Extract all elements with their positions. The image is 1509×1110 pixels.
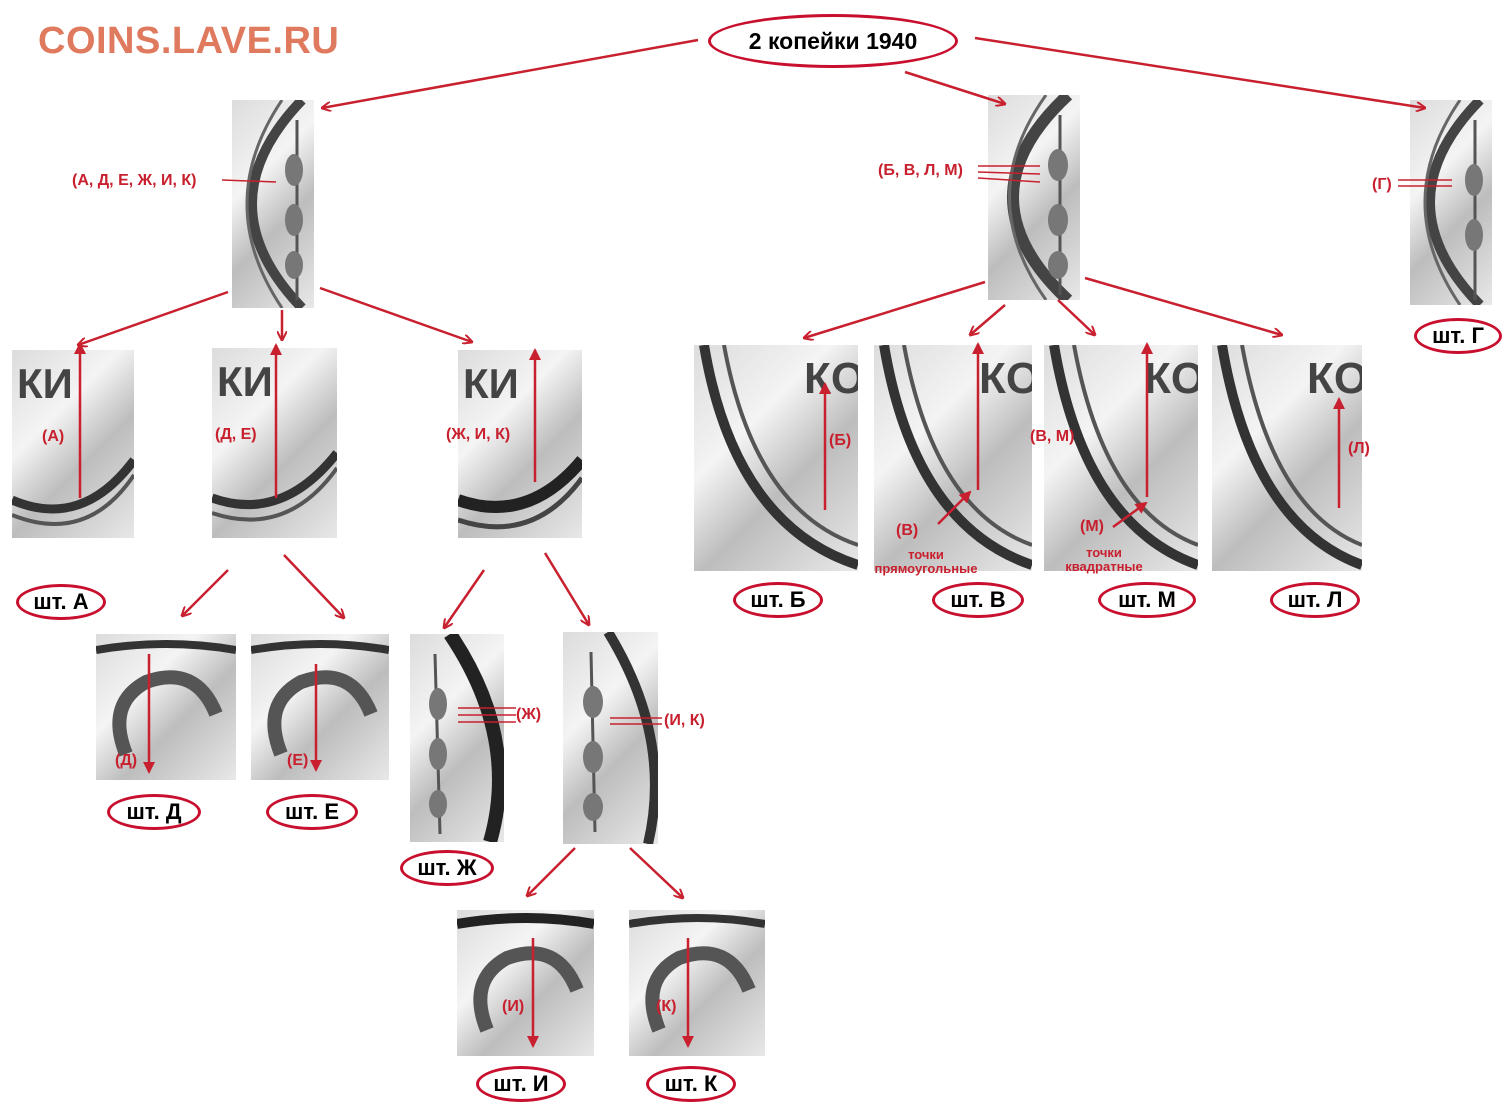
stamp-k: шт. К: [646, 1066, 736, 1102]
mark-label-l: (Л): [1348, 440, 1370, 457]
mark-label-zhik: (Ж, И, К): [446, 426, 511, 443]
stamp-l: шт. Л: [1270, 582, 1360, 618]
stamp-g: шт. Г: [1414, 318, 1502, 354]
stamp-v: шт. В: [932, 582, 1024, 618]
root-node: 2 копейки 1940: [708, 14, 958, 68]
label-group-2: (Б, В, Л, М): [878, 162, 963, 179]
photo-stamp-e: [251, 634, 389, 780]
photo-stamp-ik: [563, 632, 658, 844]
mark-label-e: (Е): [287, 752, 309, 769]
stamp-m-label: шт. М: [1118, 587, 1176, 612]
photo-letters: КО: [1144, 354, 1198, 403]
arrow-root-g1: [322, 38, 699, 108]
photo-letters: КИ: [17, 360, 73, 407]
photo-letters: КИ: [217, 358, 273, 405]
photo-letters: КО: [804, 354, 858, 403]
photo-stamp-v: КО: [874, 345, 1032, 571]
mark-label-b: (Б): [829, 432, 852, 449]
mark-label-v: (В): [896, 522, 919, 539]
arrow-zhik-ik: [543, 552, 589, 625]
stamp-b-label: шт. Б: [750, 587, 806, 612]
label-group-1: (А, Д, Е, Ж, И, К): [72, 172, 197, 189]
stamp-m: шт. М: [1098, 582, 1196, 618]
note-v-line2: прямоугольные: [874, 561, 978, 576]
mark-label-a: (А): [42, 428, 65, 445]
mark-label-zh: (Ж): [516, 706, 542, 723]
arrow-g1-zhik: [319, 286, 472, 342]
stamp-g-label: шт. Г: [1432, 323, 1484, 348]
stamp-e: шт. Е: [266, 794, 358, 830]
photo-group-1: [232, 100, 314, 308]
stamp-d: шт. Д: [107, 794, 201, 830]
photo-stamp-zh: [410, 634, 504, 842]
stamp-b: шт. Б: [733, 582, 823, 618]
photo-stamp-l: КО: [1212, 345, 1362, 571]
mark-label-i: (И): [502, 998, 525, 1015]
arrow-ik-i: [527, 847, 576, 896]
arrow-g2-v: [970, 304, 1006, 335]
note-v: точки прямоугольные: [858, 548, 994, 576]
mark-label-ik: (И, К): [664, 712, 705, 729]
photo-group-3: [1410, 100, 1492, 305]
mark-label-m: (М): [1080, 518, 1104, 535]
mark-label-k: (К): [656, 998, 677, 1015]
stamp-zh: шт. Ж: [400, 850, 494, 886]
arrow-g2-l: [1084, 276, 1282, 335]
photo-stamp-a: КИ: [12, 350, 134, 538]
photo-stamp-m: КО: [1044, 345, 1198, 571]
mark-label-d: (Д): [115, 752, 138, 769]
arrow-g2-m: [1057, 299, 1095, 335]
stamp-zh-label: шт. Ж: [417, 855, 477, 880]
mark-label-vm: (В, М): [1030, 428, 1075, 445]
photo-stamp-zhik: КИ: [458, 350, 582, 538]
stamp-i: шт. И: [476, 1066, 566, 1102]
photo-letters: КО: [1307, 354, 1362, 403]
photo-stamp-i: [457, 910, 594, 1056]
note-v-line1: точки: [908, 547, 944, 562]
stamp-l-label: шт. Л: [1287, 587, 1343, 612]
arrow-zhik-zh: [444, 569, 486, 628]
mark-label-de: (Д, Е): [215, 426, 257, 443]
label-group-3: (Г): [1372, 176, 1392, 193]
arrow-ik-k: [629, 847, 683, 898]
arrow-g2-b: [804, 280, 986, 338]
stamp-a-label: шт. А: [33, 589, 89, 614]
arrow-g1-a: [78, 290, 229, 345]
note-m-line1: точки: [1086, 545, 1122, 560]
photo-group-2: [988, 95, 1080, 300]
stamp-k-label: шт. К: [664, 1071, 718, 1096]
arrow-de-e: [283, 554, 344, 618]
stamp-a: шт. А: [16, 584, 106, 620]
photo-stamp-k: [629, 910, 765, 1056]
photo-stamp-de: КИ: [212, 348, 337, 538]
arrow-de-d: [182, 569, 229, 616]
note-m-line2: квадратные: [1065, 559, 1143, 574]
stamp-d-label: шт. Д: [126, 799, 182, 824]
root-label: 2 копейки 1940: [748, 27, 918, 54]
photo-letters: КИ: [463, 360, 519, 407]
site-watermark: COINS.LAVE.RU: [38, 20, 340, 62]
photo-stamp-b: КО: [694, 345, 858, 571]
note-m: точки квадратные: [1048, 546, 1160, 574]
stamp-v-label: шт. В: [950, 587, 1006, 612]
photo-letters: КО: [979, 354, 1032, 403]
stamp-i-label: шт. И: [493, 1071, 549, 1096]
photo-stamp-d: [96, 634, 236, 780]
stamp-e-label: шт. Е: [284, 799, 340, 824]
